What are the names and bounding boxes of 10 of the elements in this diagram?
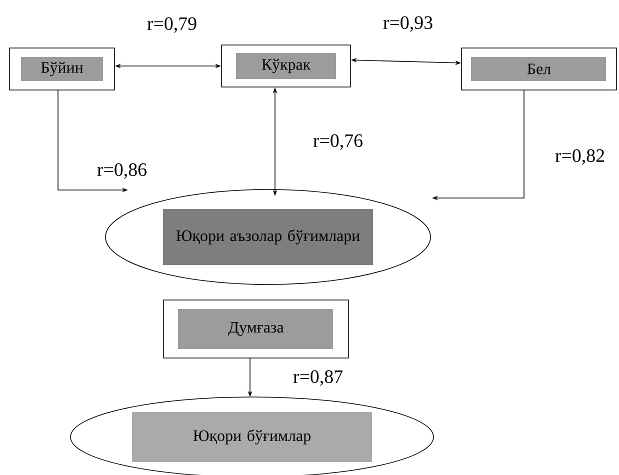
edge-label: r=0,93 bbox=[382, 15, 434, 33]
edge-label: r=0,76 bbox=[312, 133, 364, 151]
edge-label: r=0,79 bbox=[146, 16, 198, 34]
region-box: Бел bbox=[461, 48, 617, 90]
region-box: Кўкрак bbox=[221, 44, 351, 88]
edge-label: r=0,87 bbox=[292, 369, 344, 387]
region-box: Думғаза bbox=[163, 300, 349, 358]
edge-label: r=0,86 bbox=[96, 162, 148, 180]
region-box: Бўйин bbox=[9, 48, 115, 90]
edge-label: r=0,82 bbox=[554, 148, 606, 166]
